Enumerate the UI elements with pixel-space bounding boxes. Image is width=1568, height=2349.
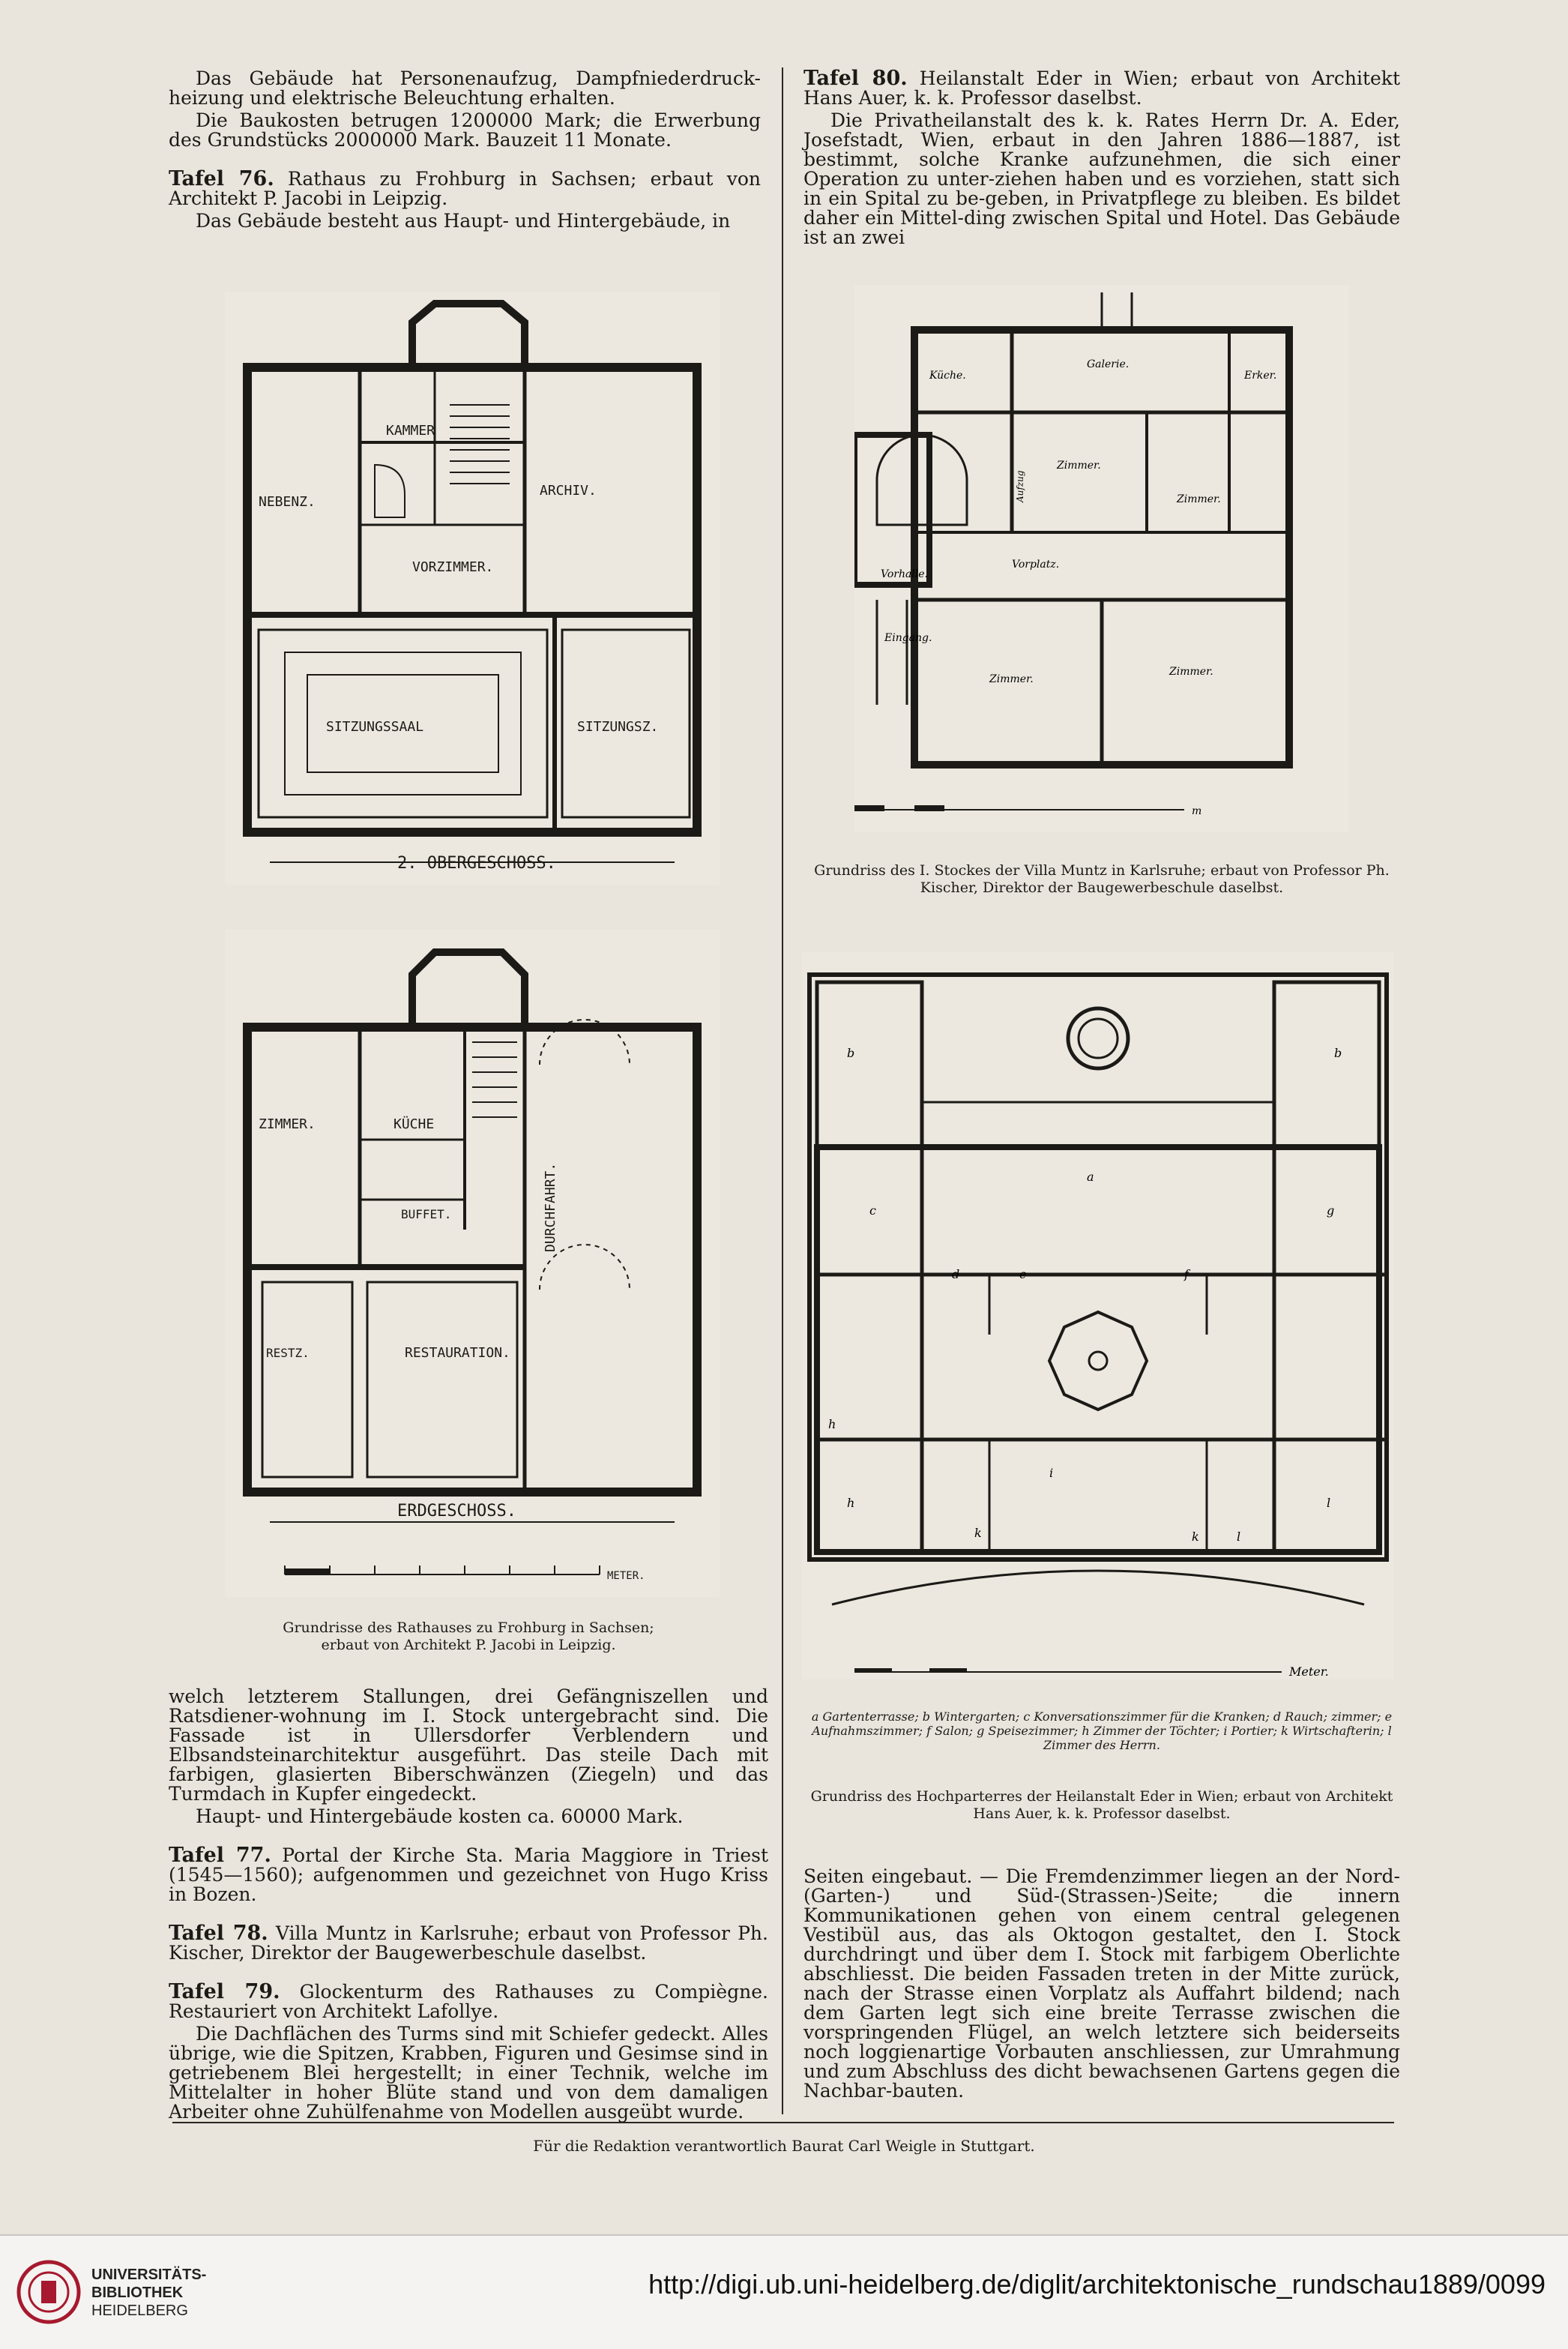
paragraph: Das Gebäude besteht aus Haupt- und Hinte…: [196, 210, 731, 232]
room-label: Aufzug: [1015, 470, 1025, 503]
right-column-bottom: Seiten eingebaut. — Die Fremdenzimmer li…: [803, 1867, 1400, 2104]
room-letter: l: [1327, 1496, 1330, 1510]
caption-rathaus: Grundrisse des Rathauses zu Frohburg in …: [283, 1619, 654, 1653]
room-label: Zimmer.: [1169, 666, 1213, 678]
library-name[interactable]: UNIVERSITÄTS- BIBLIOTHEK HEIDELBERG: [91, 2266, 206, 2320]
room-letter: h: [847, 1496, 854, 1510]
plate-label: Tafel 76.: [169, 167, 274, 190]
room-letter: c: [869, 1203, 876, 1218]
room-label: SITZUNGSSAAL: [326, 719, 423, 735]
caption-villa: Grundriss des I. Stockes der Villa Muntz…: [814, 862, 1390, 896]
room-letter: b: [1334, 1046, 1342, 1060]
left-column-bottom: welch letzterem Stallungen, drei Gefängn…: [169, 1687, 768, 2125]
plate-label: Tafel 80.: [803, 67, 908, 90]
room-letter: g: [1327, 1203, 1334, 1218]
room-label: VORZIMMER.: [412, 559, 493, 575]
paragraph: Die Dachflächen des Turms sind mit Schie…: [169, 2023, 768, 2123]
document-url[interactable]: http://digi.ub.uni-heidelberg.de/diglit/…: [648, 2269, 1546, 2300]
university-seal-icon: [16, 2260, 81, 2324]
paragraph: welch letzterem Stallungen, drei Gefängn…: [169, 1685, 768, 1805]
plate-entry: Tafel 76. Rathaus zu Frohburg in Sachsen…: [169, 169, 761, 208]
caption-heilanstalt: Grundriss des Hochparterres der Heilanst…: [810, 1788, 1393, 1822]
room-letter: h: [828, 1417, 836, 1431]
plate-label: Tafel 79.: [169, 1980, 280, 2003]
footer-note: Für die Redaktion verantwortlich Baurat …: [533, 2137, 1035, 2155]
room-label: Vorhalle.: [881, 568, 928, 580]
column-divider: [782, 67, 783, 2114]
right-column-top: Tafel 80. Heilanstalt Eder in Wien; erba…: [803, 67, 1400, 250]
plan-heilanstalt: a b b c d e f g h h k k l l i Meter.: [802, 952, 1394, 1679]
paragraph: Die Baukosten betrugen 1200000 Mark; die…: [169, 109, 761, 151]
plate-text: Heilanstalt Eder in Wien; erbaut von Arc…: [803, 67, 1400, 109]
plate-text: Glockenturm des Rathauses zu Compiègne. …: [169, 1981, 768, 2022]
library-name-line: UNIVERSITÄTS-: [91, 2267, 207, 2283]
room-letter: b: [847, 1046, 854, 1060]
room-label: ZIMMER.: [259, 1116, 316, 1132]
room-label: ARCHIV.: [540, 483, 597, 499]
left-column-top: Das Gebäude hat Personenaufzug, Dampfnie…: [169, 69, 761, 234]
room-label: KÜCHE: [393, 1116, 434, 1132]
room-letter: i: [1049, 1466, 1053, 1480]
room-label: DURCHFAHRT.: [543, 1163, 558, 1252]
library-name-line: HEIDELBERG: [91, 2303, 188, 2319]
room-label: Vorplatz.: [1012, 559, 1059, 571]
scanned-page: Das Gebäude hat Personenaufzug, Dampfnie…: [169, 67, 1400, 2155]
legend-heilanstalt: a Gartenterrasse; b Wintergarten; c Konv…: [811, 1709, 1393, 1752]
room-label: Zimmer.: [1176, 493, 1221, 505]
library-name-line: BIBLIOTHEK: [91, 2285, 184, 2301]
scale-unit: METER.: [607, 1570, 645, 1582]
plate-label: Tafel 77.: [169, 1844, 271, 1867]
room-label: SITZUNGSZ.: [577, 719, 658, 735]
floor-label: 2. OBERGESCHOSS.: [397, 854, 556, 873]
room-letter: k: [1192, 1530, 1199, 1544]
library-banner: UNIVERSITÄTS- BIBLIOTHEK HEIDELBERG http…: [0, 2234, 1568, 2349]
plan-rathaus-upper: KAMMER NEBENZ. ARCHIV. VORZIMMER. SITZUN…: [225, 292, 720, 885]
plate-entry: Tafel 78. Villa Muntz in Karlsruhe; erba…: [169, 1922, 768, 1964]
room-label: Zimmer.: [1056, 460, 1101, 472]
plate-label: Tafel 78.: [169, 1922, 268, 1945]
room-label: Küche.: [929, 370, 966, 382]
paragraph: Die Privatheilanstalt des k. k. Rates He…: [803, 109, 1400, 248]
room-label: Galerie.: [1087, 358, 1129, 370]
plan-villa-muntz: Küche. Galerie. Erker. Zimmer. Zimmer. V…: [854, 285, 1349, 832]
plan-rathaus-ground: ZIMMER. KÜCHE BUFFET. DURCHFAHRT. RESTZ.…: [225, 930, 720, 1597]
room-letter: f: [1183, 1267, 1191, 1281]
plate-entry: Tafel 79. Glockenturm des Rathauses zu C…: [169, 1982, 768, 2021]
room-label: BUFFET.: [401, 1207, 451, 1221]
room-label: KAMMER: [386, 423, 435, 439]
paragraph: Das Gebäude hat Personenaufzug, Dampfnie…: [169, 67, 761, 109]
room-label: RESTZ.: [266, 1346, 310, 1360]
scale-unit: Meter.: [1288, 1664, 1329, 1679]
plate-text: Villa Muntz in Karlsruhe; erbaut von Pro…: [169, 1922, 768, 1964]
room-label: RESTAURATION.: [405, 1345, 510, 1361]
room-label: NEBENZ.: [259, 494, 316, 510]
room-label: Erker.: [1243, 370, 1276, 382]
paragraph: Seiten eingebaut. — Die Fremdenzimmer li…: [803, 1865, 1400, 2102]
floor-label: ERDGESCHOSS.: [397, 1502, 516, 1521]
room-letter: a: [1087, 1170, 1094, 1184]
room-label: Zimmer.: [989, 673, 1034, 685]
plate-entry: Tafel 77. Portal der Kirche Sta. Maria M…: [169, 1844, 768, 1905]
paragraph: Haupt- und Hintergebäude kosten ca. 6000…: [196, 1805, 684, 1827]
footer-rule: [172, 2122, 1394, 2123]
plate-entry: Tafel 80. Heilanstalt Eder in Wien; erba…: [803, 67, 1400, 109]
room-letter: l: [1237, 1530, 1240, 1544]
room-letter: e: [1019, 1267, 1026, 1281]
room-letter: d: [952, 1267, 959, 1281]
room-label: Eingang.: [884, 632, 932, 644]
plate-text: Portal der Kirche Sta. Maria Maggiore in…: [169, 1844, 768, 1905]
plate-text: Rathaus zu Frohburg in Sachsen; erbaut v…: [169, 168, 761, 209]
room-letter: k: [974, 1526, 982, 1540]
scale-unit: m: [1192, 805, 1201, 817]
